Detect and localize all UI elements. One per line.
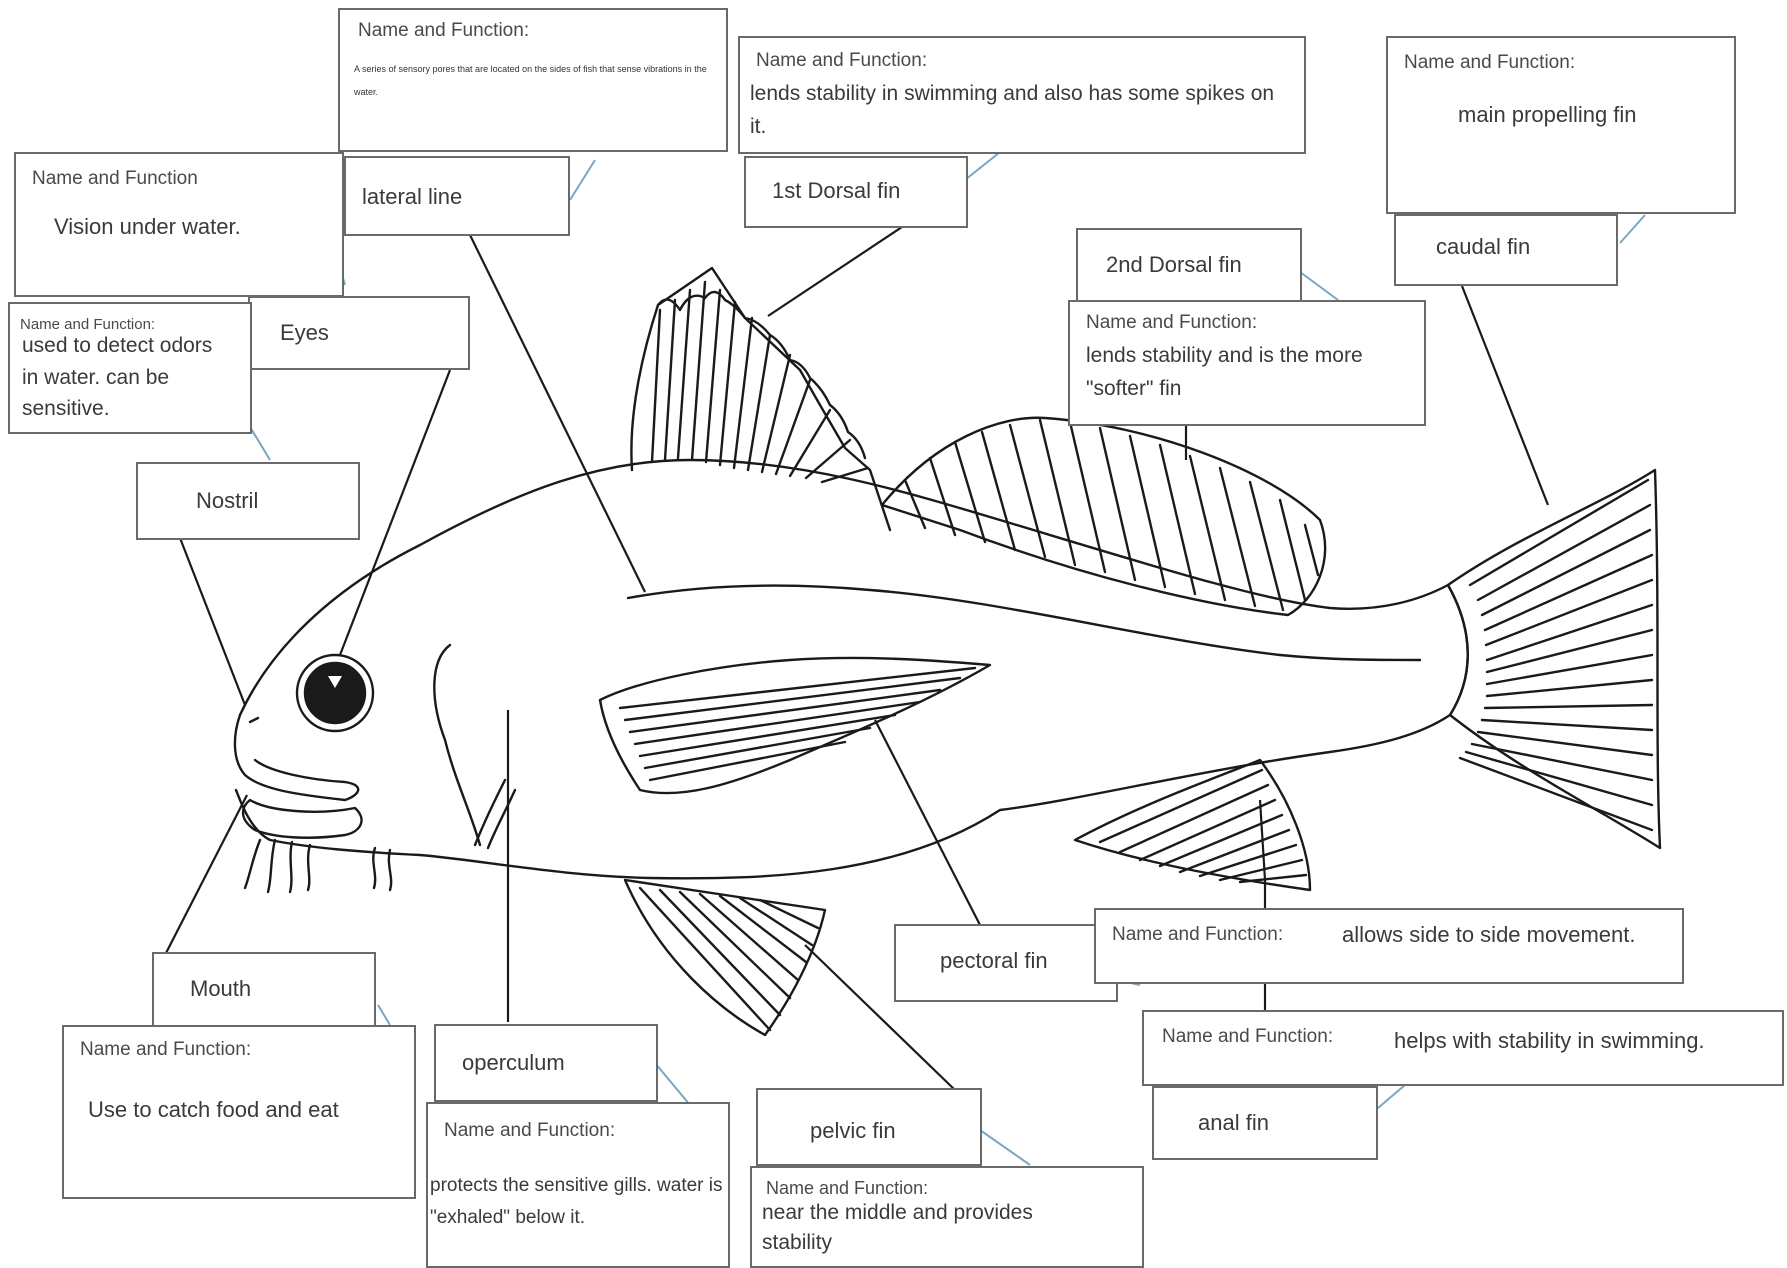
caudal-desc-box: Name and Function: main propelling fin — [1386, 36, 1736, 214]
eye-pupil — [305, 663, 365, 723]
caudal-heading: Name and Function: — [1404, 52, 1575, 74]
caudal-name: caudal fin — [1436, 234, 1530, 260]
caudal-name-box: caudal fin — [1394, 214, 1618, 286]
second-dorsal-name-box: 2nd Dorsal fin — [1076, 228, 1302, 302]
pelvic-desc-box: Name and Function: near the middle and p… — [750, 1166, 1144, 1268]
lateral-line-desc: A series of sensory pores that are locat… — [354, 58, 714, 105]
first-dorsal-desc: lends stability in swimming and also has… — [750, 78, 1290, 143]
operculum-name-box: operculum — [434, 1024, 658, 1102]
eyes-name-box: Eyes — [248, 296, 470, 370]
leader-pectoral — [875, 720, 980, 925]
lateral-line-name: lateral line — [362, 184, 462, 210]
lateral-line-desc-box: Name and Function: A series of sensory p… — [338, 8, 728, 152]
operculum-desc: protects the sensitive gills. water is "… — [430, 1170, 726, 1235]
pelvic-desc: near the middle and provides stability — [762, 1198, 1102, 1259]
second-dorsal-desc-box: Name and Function: lends stability and i… — [1068, 300, 1426, 426]
leader-lateral-line — [470, 235, 645, 592]
eyes-desc-box: Name and Function Vision under water. — [14, 152, 344, 297]
anal-desc: helps with stability in swimming. — [1394, 1028, 1705, 1054]
pectoral-desc: allows side to side movement. — [1342, 922, 1635, 948]
second-dorsal-name: 2nd Dorsal fin — [1106, 252, 1242, 278]
eyes-desc: Vision under water. — [54, 214, 241, 240]
lateral-line-name-box: lateral line — [344, 156, 570, 236]
lateral-line-heading: Name and Function: — [358, 20, 529, 42]
eyes-heading: Name and Function — [32, 168, 198, 190]
anal-fin — [1075, 760, 1310, 890]
anal-name: anal fin — [1198, 1110, 1269, 1136]
gill-arc — [434, 645, 480, 845]
nostril-desc-box: Name and Function: used to detect odors … — [8, 302, 252, 434]
operculum-heading: Name and Function: — [444, 1120, 615, 1142]
first-dorsal-name-box: 1st Dorsal fin — [744, 156, 968, 228]
operculum-desc-box: Name and Function: protects the sensitiv… — [426, 1102, 730, 1268]
anal-heading: Name and Function: — [1162, 1026, 1333, 1048]
leader-nostril — [180, 538, 245, 705]
anal-desc-box: Name and Function: helps with stability … — [1142, 1010, 1784, 1086]
first-dorsal-desc-box: Name and Function: lends stability in sw… — [738, 36, 1306, 154]
nostril-name: Nostril — [196, 488, 258, 514]
first-dorsal-heading: Name and Function: — [756, 50, 927, 72]
pectoral-fin — [600, 658, 990, 793]
second-dorsal-desc: lends stability and is the more "softer"… — [1086, 340, 1386, 405]
mouth-heading: Name and Function: — [80, 1039, 251, 1061]
leader-first-dorsal — [768, 225, 905, 316]
pelvic-heading: Name and Function: — [766, 1178, 928, 1199]
leader-mouth — [165, 795, 247, 955]
second-dorsal-heading: Name and Function: — [1086, 312, 1257, 334]
pectoral-name: pectoral fin — [940, 948, 1048, 974]
first-dorsal-name: 1st Dorsal fin — [772, 178, 900, 204]
pelvic-name-box: pelvic fin — [756, 1088, 982, 1166]
mouth-name-box: Mouth — [152, 952, 376, 1030]
operculum-name: operculum — [462, 1050, 565, 1076]
leader-caudal — [1462, 286, 1548, 505]
pectoral-name-box: pectoral fin — [894, 924, 1118, 1002]
nostril-name-box: Nostril — [136, 462, 360, 540]
pectoral-heading: Name and Function: — [1112, 924, 1283, 946]
mouth-name: Mouth — [190, 976, 251, 1002]
mouth-desc: Use to catch food and eat — [88, 1097, 339, 1123]
nostril-desc: used to detect odors in water. can be se… — [22, 330, 222, 425]
pectoral-desc-box: Name and Function: allows side to side m… — [1094, 908, 1684, 984]
mouth-desc-box: Name and Function: Use to catch food and… — [62, 1025, 416, 1199]
pelvic-name: pelvic fin — [810, 1118, 896, 1144]
eyes-name: Eyes — [280, 320, 329, 346]
anal-name-box: anal fin — [1152, 1086, 1378, 1160]
caudal-desc: main propelling fin — [1458, 102, 1637, 128]
